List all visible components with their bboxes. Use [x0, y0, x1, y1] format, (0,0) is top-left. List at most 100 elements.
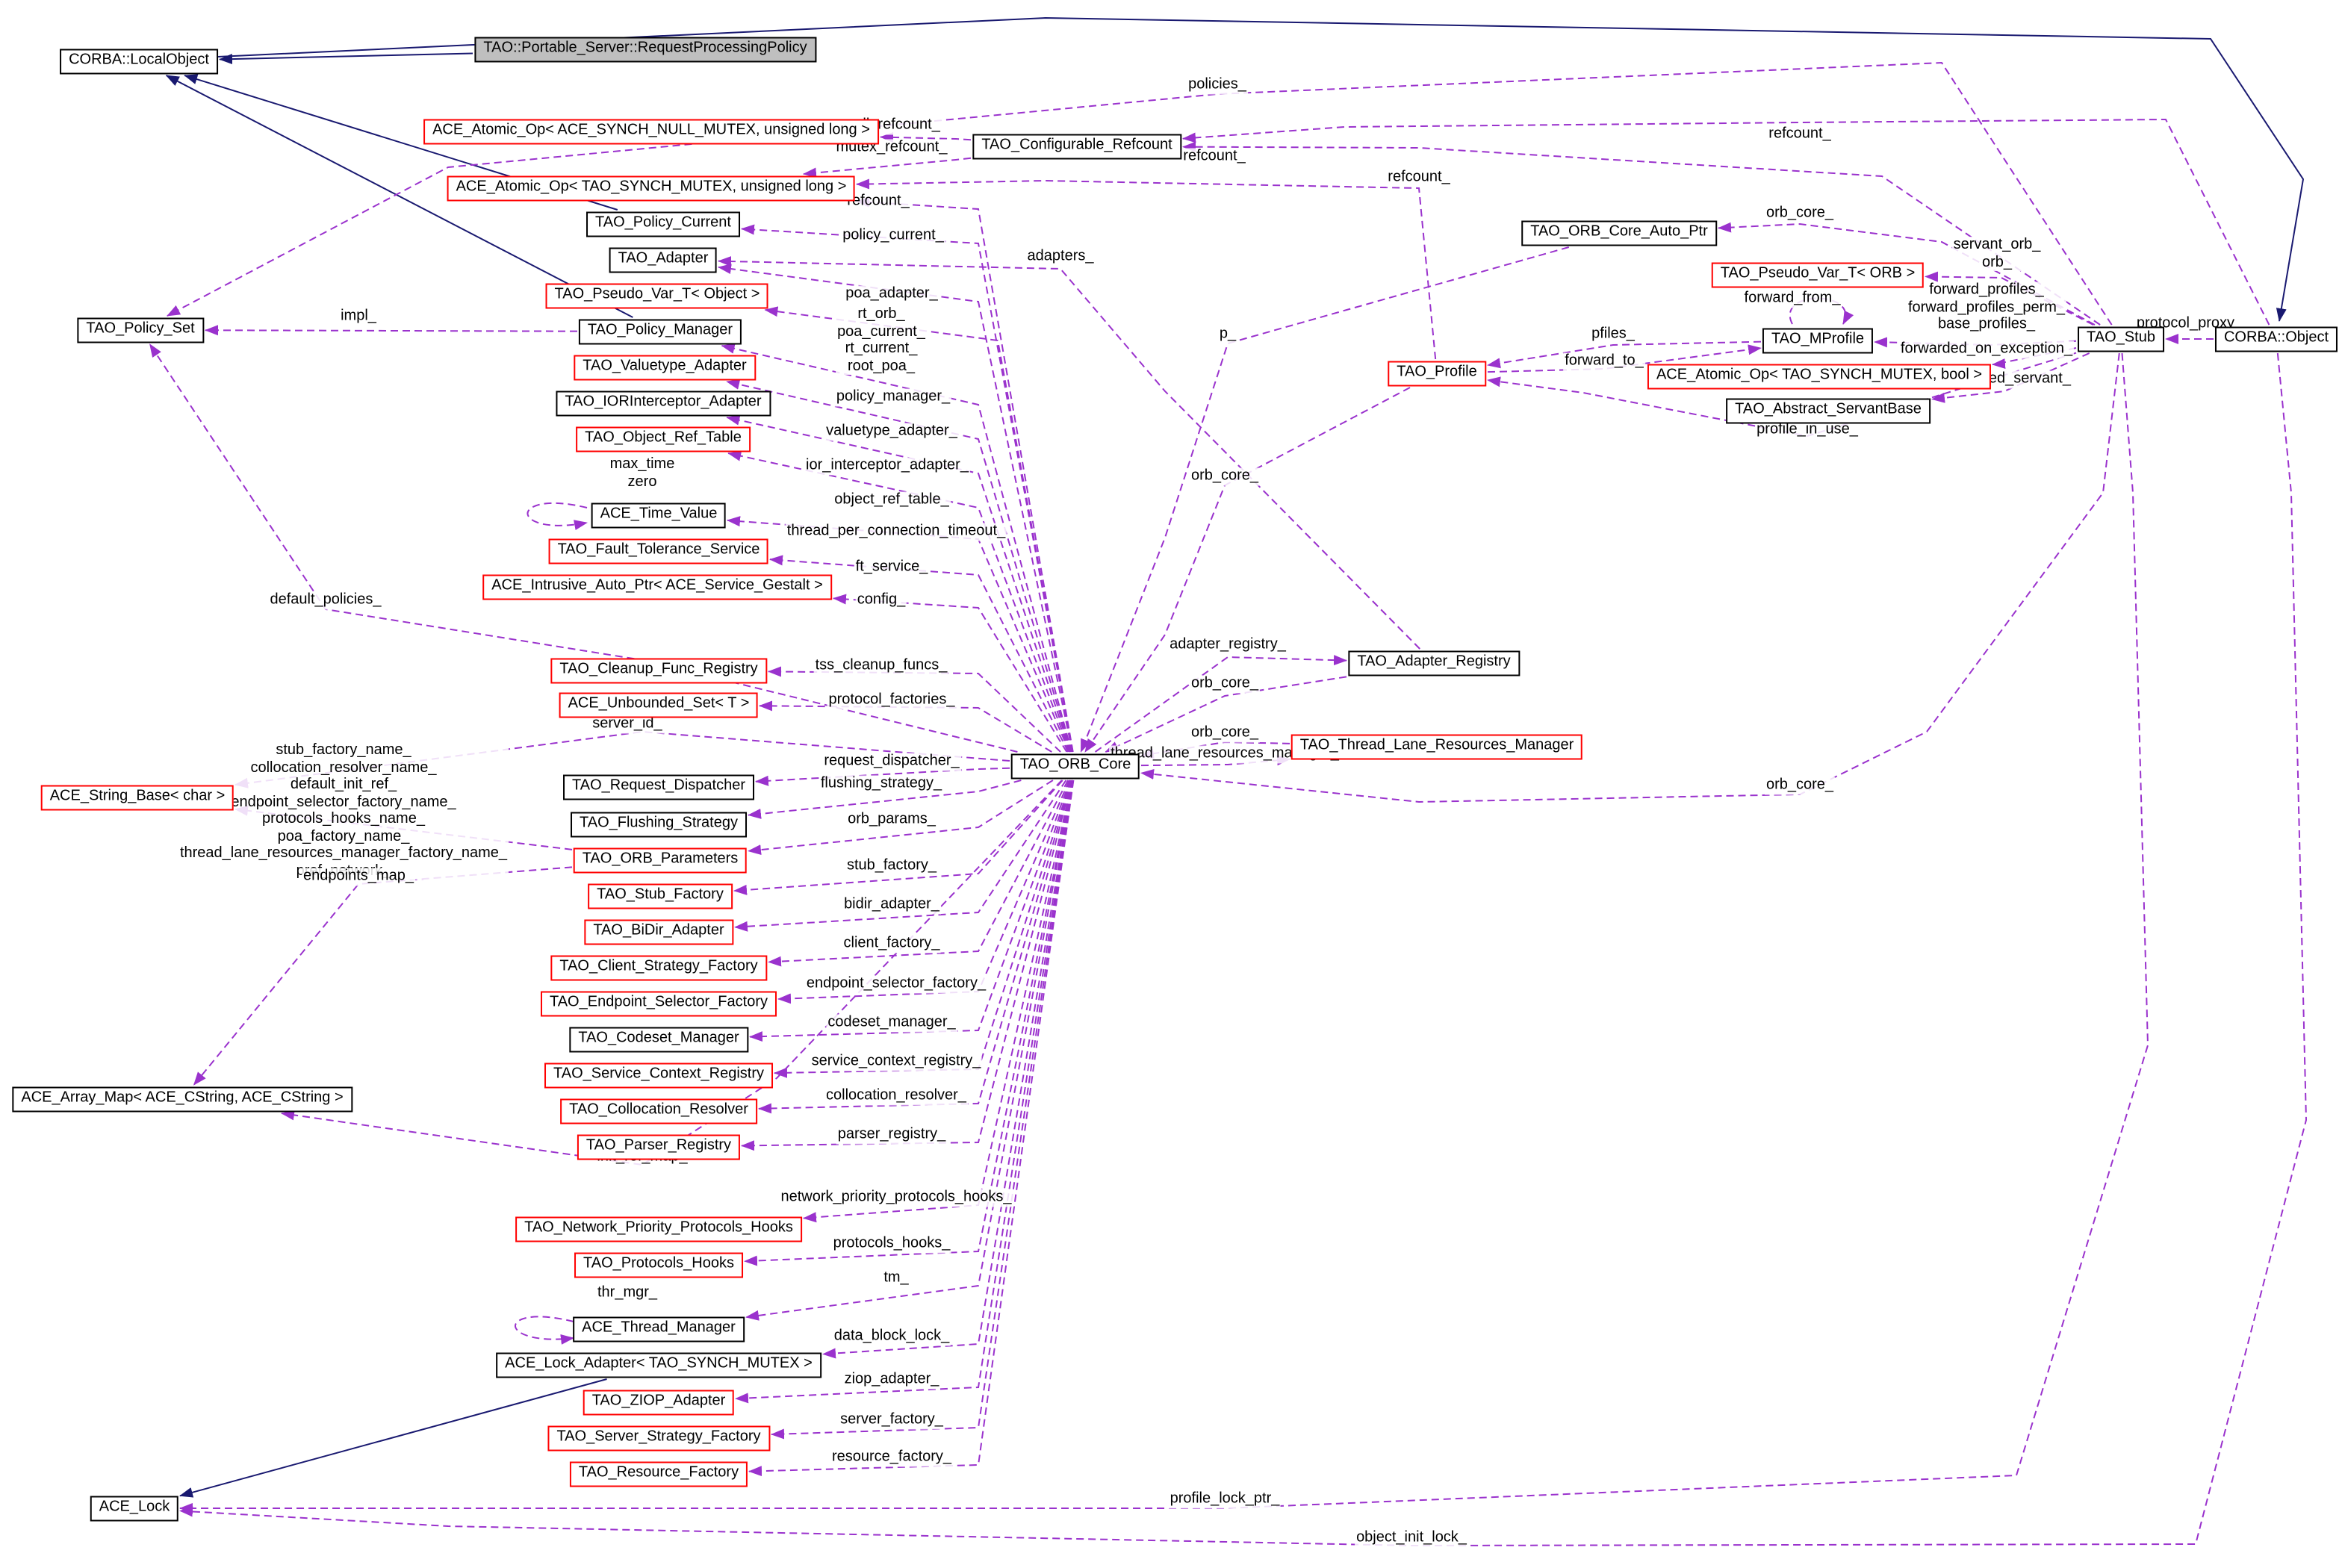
edge-label: resource_factory_ — [830, 1449, 954, 1466]
class-node-orb_parameters[interactable]: TAO_ORB_Parameters — [573, 847, 748, 873]
class-node-aop_tao_bool[interactable]: ACE_Atomic_Op< TAO_SYNCH_MUTEX, bool > — [1647, 364, 1992, 389]
edge-label: valuetype_adapter_ — [824, 423, 959, 441]
usage-edge — [1140, 352, 2120, 803]
class-node-service_context_registry[interactable]: TAO_Service_Context_Registry — [544, 1063, 773, 1088]
class-node-tao_stub[interactable]: TAO_Stub — [2078, 326, 2164, 352]
class-node-tao_adapter[interactable]: TAO_Adapter — [609, 247, 718, 273]
edge-label: stub_factory_ — [845, 857, 939, 875]
class-node-unbounded_set[interactable]: ACE_Unbounded_Set< T > — [559, 692, 759, 718]
class-node-bidir_adapter[interactable]: TAO_BiDir_Adapter — [584, 919, 733, 945]
class-node-local_object[interactable]: CORBA::LocalObject — [60, 49, 218, 74]
class-node-aop_null_ulong[interactable]: ACE_Atomic_Op< ACE_SYNCH_NULL_MUTEX, uns… — [423, 119, 879, 144]
class-node-pseudo_var_object[interactable]: TAO_Pseudo_Var_T< Object > — [545, 283, 769, 308]
class-node-policy_manager[interactable]: TAO_Policy_Manager — [578, 319, 742, 344]
class-node-string_base[interactable]: ACE_String_Base< char > — [40, 785, 234, 810]
usage-edge — [1140, 755, 1290, 767]
inheritance-edge — [165, 75, 633, 318]
class-node-thread_manager[interactable]: ACE_Thread_Manager — [573, 1316, 745, 1342]
usage-edge — [726, 379, 1072, 753]
edge-label: ft_service_ — [854, 559, 930, 576]
class-node-pseudo_var_orb[interactable]: TAO_Pseudo_Var_T< ORB > — [1711, 262, 1925, 287]
edge-label: tm_ — [882, 1269, 910, 1287]
class-node-aop_tao_ulong[interactable]: ACE_Atomic_Op< TAO_SYNCH_MUTEX, unsigned… — [447, 175, 856, 201]
edge-label: poa_adapter_ — [844, 285, 939, 303]
class-node-request_dispatcher[interactable]: TAO_Request_Dispatcher — [563, 774, 754, 800]
usage-edge — [758, 780, 1072, 1114]
class-node-collocation_resolver[interactable]: TAO_Collocation_Resolver — [560, 1098, 757, 1124]
class-node-server_strategy_factory[interactable]: TAO_Server_Strategy_Factory — [547, 1425, 770, 1451]
class-node-codeset_manager[interactable]: TAO_Codeset_Manager — [569, 1027, 748, 1052]
usage-edge — [234, 730, 1010, 788]
usage-edge — [803, 157, 972, 178]
class-node-lock_adapter[interactable]: ACE_Lock_Adapter< TAO_SYNCH_MUTEX > — [496, 1352, 821, 1378]
class-node-ziop_adapter[interactable]: TAO_ZIOP_Adapter — [583, 1390, 735, 1415]
class-node-intrusive_auto_ptr[interactable]: ACE_Intrusive_Auto_Ptr< ACE_Service_Gest… — [482, 574, 832, 600]
class-node-client_strategy_factory[interactable]: TAO_Client_Strategy_Factory — [550, 955, 767, 980]
class-node-ft_service[interactable]: TAO_Fault_Tolerance_Service — [548, 538, 769, 564]
edge-label: object_ref_table_ — [833, 491, 951, 509]
edge-label: refcount_ — [1181, 148, 1247, 166]
usage-edge — [771, 780, 1075, 1440]
class-node-configurable_refcount[interactable]: TAO_Configurable_Refcount — [972, 134, 1181, 159]
edge-label: request_dispatcher_ — [822, 753, 961, 771]
edge-label: refcount_ — [1386, 169, 1452, 187]
class-node-stub_factory[interactable]: TAO_Stub_Factory — [588, 883, 733, 909]
edge-label: policy_current_ — [841, 227, 945, 245]
class-node-endpoint_selector_factory[interactable]: TAO_Endpoint_Selector_Factory — [540, 991, 777, 1016]
class-node-protocols_hooks[interactable]: TAO_Protocols_Hooks — [574, 1252, 743, 1278]
edge-label: endpoint_selector_factory_ — [804, 975, 988, 993]
class-node-orb_core[interactable]: TAO_ORB_Core — [1010, 753, 1140, 779]
class-node-valuetype_adapter[interactable]: TAO_Valuetype_Adapter — [574, 355, 756, 380]
class-node-network_priority_protocols_hooks[interactable]: TAO_Network_Priority_Protocols_Hooks — [515, 1216, 802, 1242]
class-node-profile[interactable]: TAO_Profile — [1388, 361, 1486, 386]
edge-label: thr_mgr_ — [595, 1284, 659, 1302]
usage-edge — [769, 555, 1069, 753]
edge-label: client_factory_ — [842, 935, 942, 953]
usage-edge — [1487, 352, 2077, 438]
class-node-ior_interceptor_adapter[interactable]: TAO_IORInterceptor_Adapter — [556, 391, 771, 416]
edge-label: orb_core_ — [1189, 675, 1261, 693]
edge-label: data_block_lock_ — [832, 1328, 951, 1345]
inheritance-edge — [219, 52, 473, 65]
edge-label: default_policies_ — [268, 591, 383, 609]
usage-edge — [734, 780, 1067, 932]
class-node-corba_object[interactable]: CORBA::Object — [2214, 326, 2338, 352]
usage-edge — [748, 780, 1022, 819]
class-node-mprofile[interactable]: TAO_MProfile — [1762, 328, 1874, 353]
edge-label: rt_orb_ poa_current_ rt_current_ root_po… — [836, 306, 927, 375]
class-node-orb_core_auto_ptr[interactable]: TAO_ORB_Core_Auto_Ptr — [1521, 220, 1717, 246]
usage-edge — [721, 343, 1072, 753]
class-node-parser_registry[interactable]: TAO_Parser_Registry — [577, 1134, 741, 1160]
usage-edge — [1084, 387, 1411, 753]
edge-label: pfiles_ — [1590, 326, 1636, 343]
usage-edge — [768, 780, 1069, 967]
class-node-adapter_registry[interactable]: TAO_Adapter_Registry — [1348, 650, 1520, 676]
edge-label: impl_ — [339, 308, 378, 326]
class-node-cleanup_func_registry[interactable]: TAO_Cleanup_Func_Registry — [550, 658, 767, 683]
usage-edge — [1105, 676, 1347, 753]
class-node-thread_lane_resources_manager[interactable]: TAO_Thread_Lane_Resources_Manager — [1290, 734, 1583, 759]
edge-label: network_priority_protocols_hooks_ — [779, 1189, 1013, 1207]
class-node-policy_current[interactable]: TAO_Policy_Current — [586, 211, 740, 237]
usage-edge — [1789, 297, 1854, 325]
edge-label: service_context_registry_ — [810, 1053, 983, 1071]
class-node-req_processing_policy[interactable]: TAO::Portable_Server::RequestProcessingP… — [474, 37, 816, 62]
class-node-policy_set[interactable]: TAO_Policy_Set — [77, 317, 204, 343]
usage-edge — [733, 780, 1063, 895]
edge-label: object_init_lock_ — [1355, 1529, 1468, 1547]
class-node-resource_factory[interactable]: TAO_Resource_Factory — [569, 1461, 748, 1487]
usage-edge — [1094, 655, 1347, 753]
class-node-time_value[interactable]: ACE_Time_Value — [591, 503, 727, 528]
usage-edge — [741, 780, 1073, 1151]
usage-edge — [735, 780, 1075, 1404]
class-node-flushing_strategy[interactable]: TAO_Flushing_Strategy — [571, 812, 747, 837]
edge-label: servant_orb_ orb_ — [1951, 237, 2043, 271]
class-node-object_ref_table[interactable]: TAO_Object_Ref_Table — [576, 426, 751, 452]
inheritance-edge — [179, 1378, 607, 1498]
class-node-array_map[interactable]: ACE_Array_Map< ACE_CString, ACE_CString … — [12, 1086, 352, 1112]
edge-label: flushing_strategy_ — [819, 775, 944, 793]
class-node-ace_lock[interactable]: ACE_Lock — [90, 1496, 179, 1521]
class-node-abstract_servant_base[interactable]: TAO_Abstract_ServantBase — [1726, 398, 1931, 423]
